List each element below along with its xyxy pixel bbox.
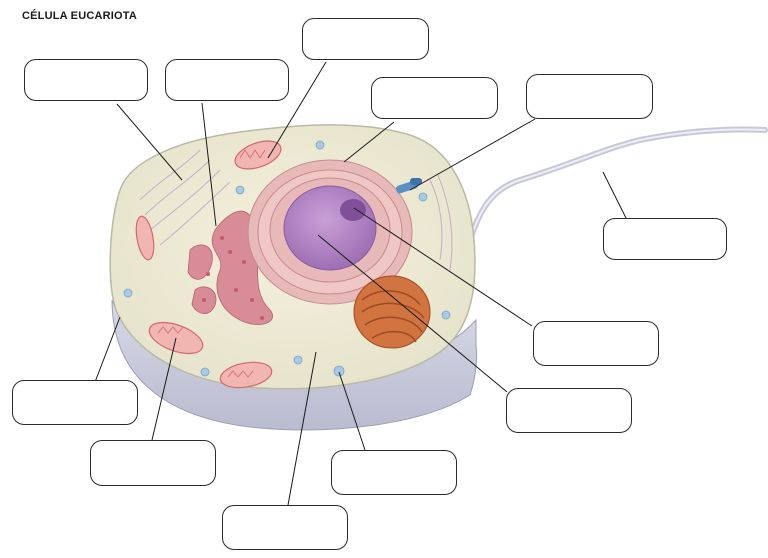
label-box-endoplasmic-reticulum[interactable] bbox=[165, 59, 289, 101]
label-box-cytoplasm[interactable] bbox=[222, 505, 348, 550]
endoplasmic-reticulum bbox=[187, 210, 273, 325]
label-box-vesicle[interactable] bbox=[331, 450, 457, 495]
centriole bbox=[396, 178, 422, 194]
label-box-flagellum[interactable] bbox=[603, 218, 727, 260]
golgi-apparatus bbox=[353, 275, 431, 349]
label-box-cytoskeleton[interactable] bbox=[24, 59, 148, 101]
vesicles bbox=[123, 140, 451, 377]
label-box-mitochondrion-bottom[interactable] bbox=[90, 440, 216, 486]
label-box-centriole[interactable] bbox=[526, 74, 653, 119]
label-box-nucleolus[interactable] bbox=[533, 321, 659, 366]
pointer-lines bbox=[94, 61, 627, 506]
nucleus bbox=[283, 185, 377, 271]
diagram-title: CÉLULA EUCARIOTA bbox=[22, 10, 138, 22]
label-box-nuclear-envelope[interactable] bbox=[371, 77, 498, 119]
label-box-mitochondrion-top[interactable] bbox=[302, 18, 429, 60]
nucleolus bbox=[340, 199, 366, 221]
label-box-cell-membrane[interactable] bbox=[12, 380, 138, 425]
label-box-nucleus[interactable] bbox=[506, 388, 632, 433]
cytoskeleton bbox=[139, 149, 453, 271]
ribosomes bbox=[202, 236, 264, 320]
